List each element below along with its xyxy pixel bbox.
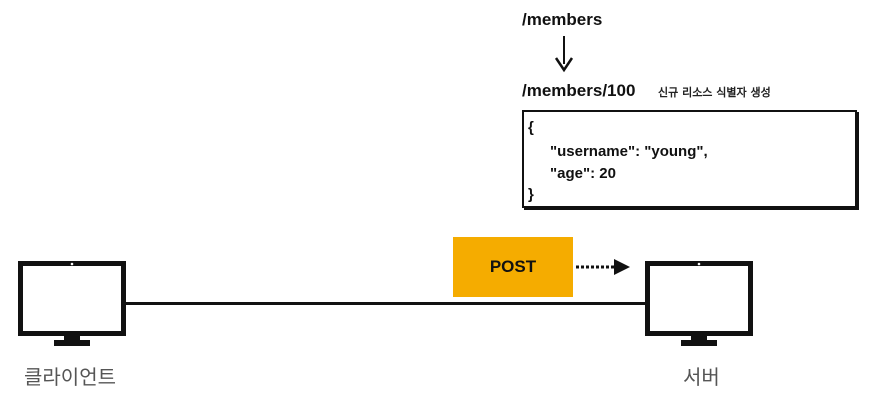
json-username-line: "username": "young", bbox=[550, 143, 708, 160]
json-close-brace: } bbox=[528, 186, 534, 203]
client-label: 클라이언트 bbox=[24, 365, 116, 389]
down-arrow-icon bbox=[554, 36, 574, 73]
post-method-label: POST bbox=[489, 257, 537, 276]
resource-note: 신규 리소스 식별자 생성 bbox=[658, 86, 771, 99]
resource-path: /members/100 bbox=[522, 81, 636, 100]
client-monitor-icon bbox=[18, 261, 126, 346]
request-arrow-icon bbox=[576, 259, 630, 275]
json-age-line: "age": 20 bbox=[550, 165, 616, 182]
server-monitor-icon bbox=[645, 261, 753, 346]
json-open-brace: { bbox=[528, 119, 534, 136]
json-body-box: { "username": "young", "age": 20 } bbox=[522, 110, 857, 208]
collection-path: /members bbox=[522, 10, 603, 29]
connection-line bbox=[125, 302, 645, 305]
post-method-box: POST bbox=[453, 237, 573, 297]
server-label: 서버 bbox=[683, 365, 720, 389]
